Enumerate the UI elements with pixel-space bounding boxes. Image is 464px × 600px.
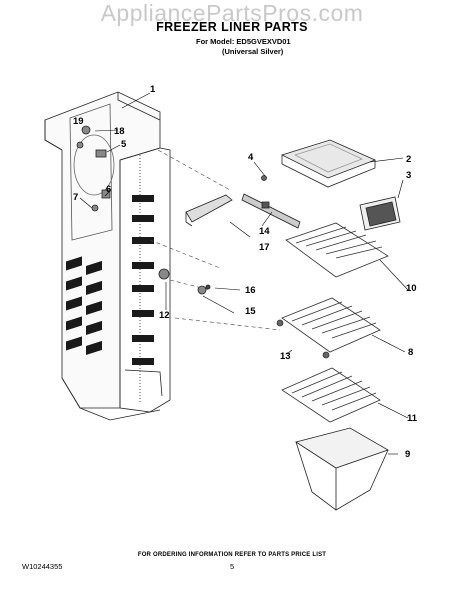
document-number: W10244355 — [22, 562, 63, 571]
callout-17: 17 — [259, 242, 270, 253]
callout-15: 15 — [245, 306, 256, 317]
callout-9: 9 — [405, 449, 410, 460]
pan-cover — [359, 196, 401, 231]
ordering-note: FOR ORDERING INFORMATION REFER TO PARTS … — [137, 552, 327, 558]
page-title: FREEZER LINER PARTS — [156, 20, 308, 34]
callout-5: 5 — [121, 139, 127, 150]
freezer-liner — [44, 91, 171, 421]
ice-bin — [295, 427, 389, 511]
callout-14: 14 — [259, 226, 270, 237]
wire-shelf-middle — [276, 297, 381, 359]
callout-10: 10 — [406, 283, 417, 294]
callout-8: 8 — [408, 347, 413, 358]
callout-2: 2 — [406, 154, 411, 165]
callout-7: 7 — [73, 192, 78, 203]
pan-assembly — [280, 139, 377, 188]
model-info: For Model: ED5GVEXVD01 (Universal Silver… — [196, 37, 291, 57]
trim-channel — [185, 194, 233, 227]
page-number: 5 — [230, 562, 235, 571]
callout-13: 13 — [280, 351, 291, 362]
slide-track — [241, 175, 301, 229]
callout-6: 6 — [106, 184, 111, 195]
callout-4: 4 — [248, 152, 254, 163]
wire-shelf-lower — [281, 367, 381, 423]
callout-11: 11 — [407, 413, 418, 424]
callout-18: 18 — [114, 126, 125, 137]
callout-1: 1 — [150, 84, 156, 95]
callout-3: 3 — [406, 170, 411, 181]
callout-16: 16 — [245, 285, 256, 296]
watermark: AppliancePartsPros.com — [100, 0, 364, 26]
variant-line: (Universal Silver) — [222, 47, 284, 56]
wire-shelf-upper — [285, 222, 389, 278]
callout-12: 12 — [159, 310, 170, 321]
model-line: For Model: ED5GVEXVD01 — [196, 37, 291, 46]
callout-19: 19 — [73, 116, 84, 127]
